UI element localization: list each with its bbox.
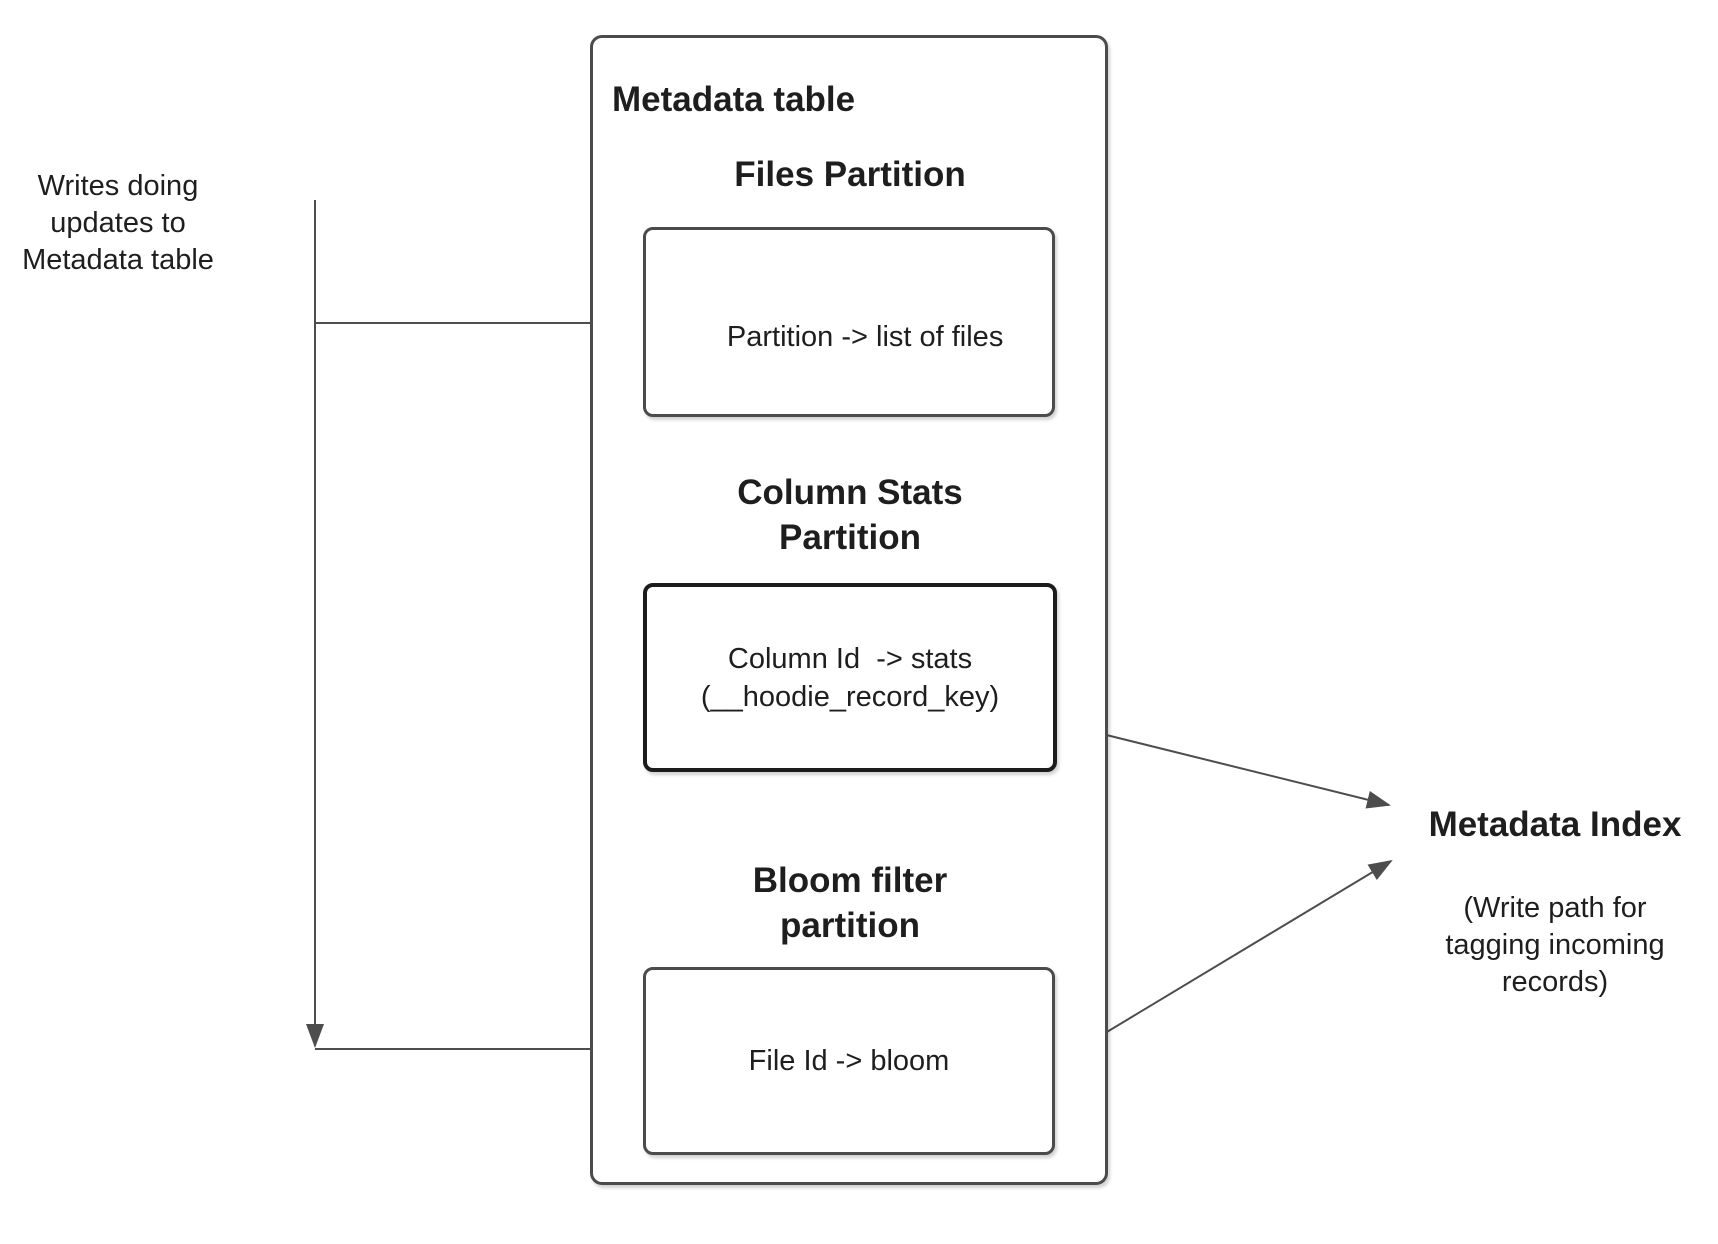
column-stats-partition-box: Column Id -> stats (__hoodie_record_key) xyxy=(643,583,1057,772)
metadata-table-title: Metadata table xyxy=(612,80,856,119)
writes-updates-note: Writes doing updates to Metadata table xyxy=(22,170,214,276)
files-partition-box: Partition -> list of files xyxy=(643,227,1055,417)
metadata-index-subtitle: (Write path for tagging incoming records… xyxy=(1445,892,1665,998)
bloom-filter-partition-heading: Bloom filter partition xyxy=(752,861,948,945)
files-partition-box-text: Partition -> list of files xyxy=(726,321,1004,353)
files-partition-heading: Files Partition xyxy=(734,155,966,194)
bloom-filter-partition-box-text: File Id -> bloom xyxy=(748,1045,950,1077)
metadata-index-title: Metadata Index xyxy=(1428,805,1682,844)
bloom-filter-partition-box: File Id -> bloom xyxy=(643,967,1055,1155)
column-stats-partition-heading: Column Stats Partition xyxy=(737,473,963,557)
column-stats-partition-box-text: Column Id -> stats (__hoodie_record_key) xyxy=(700,642,1000,713)
